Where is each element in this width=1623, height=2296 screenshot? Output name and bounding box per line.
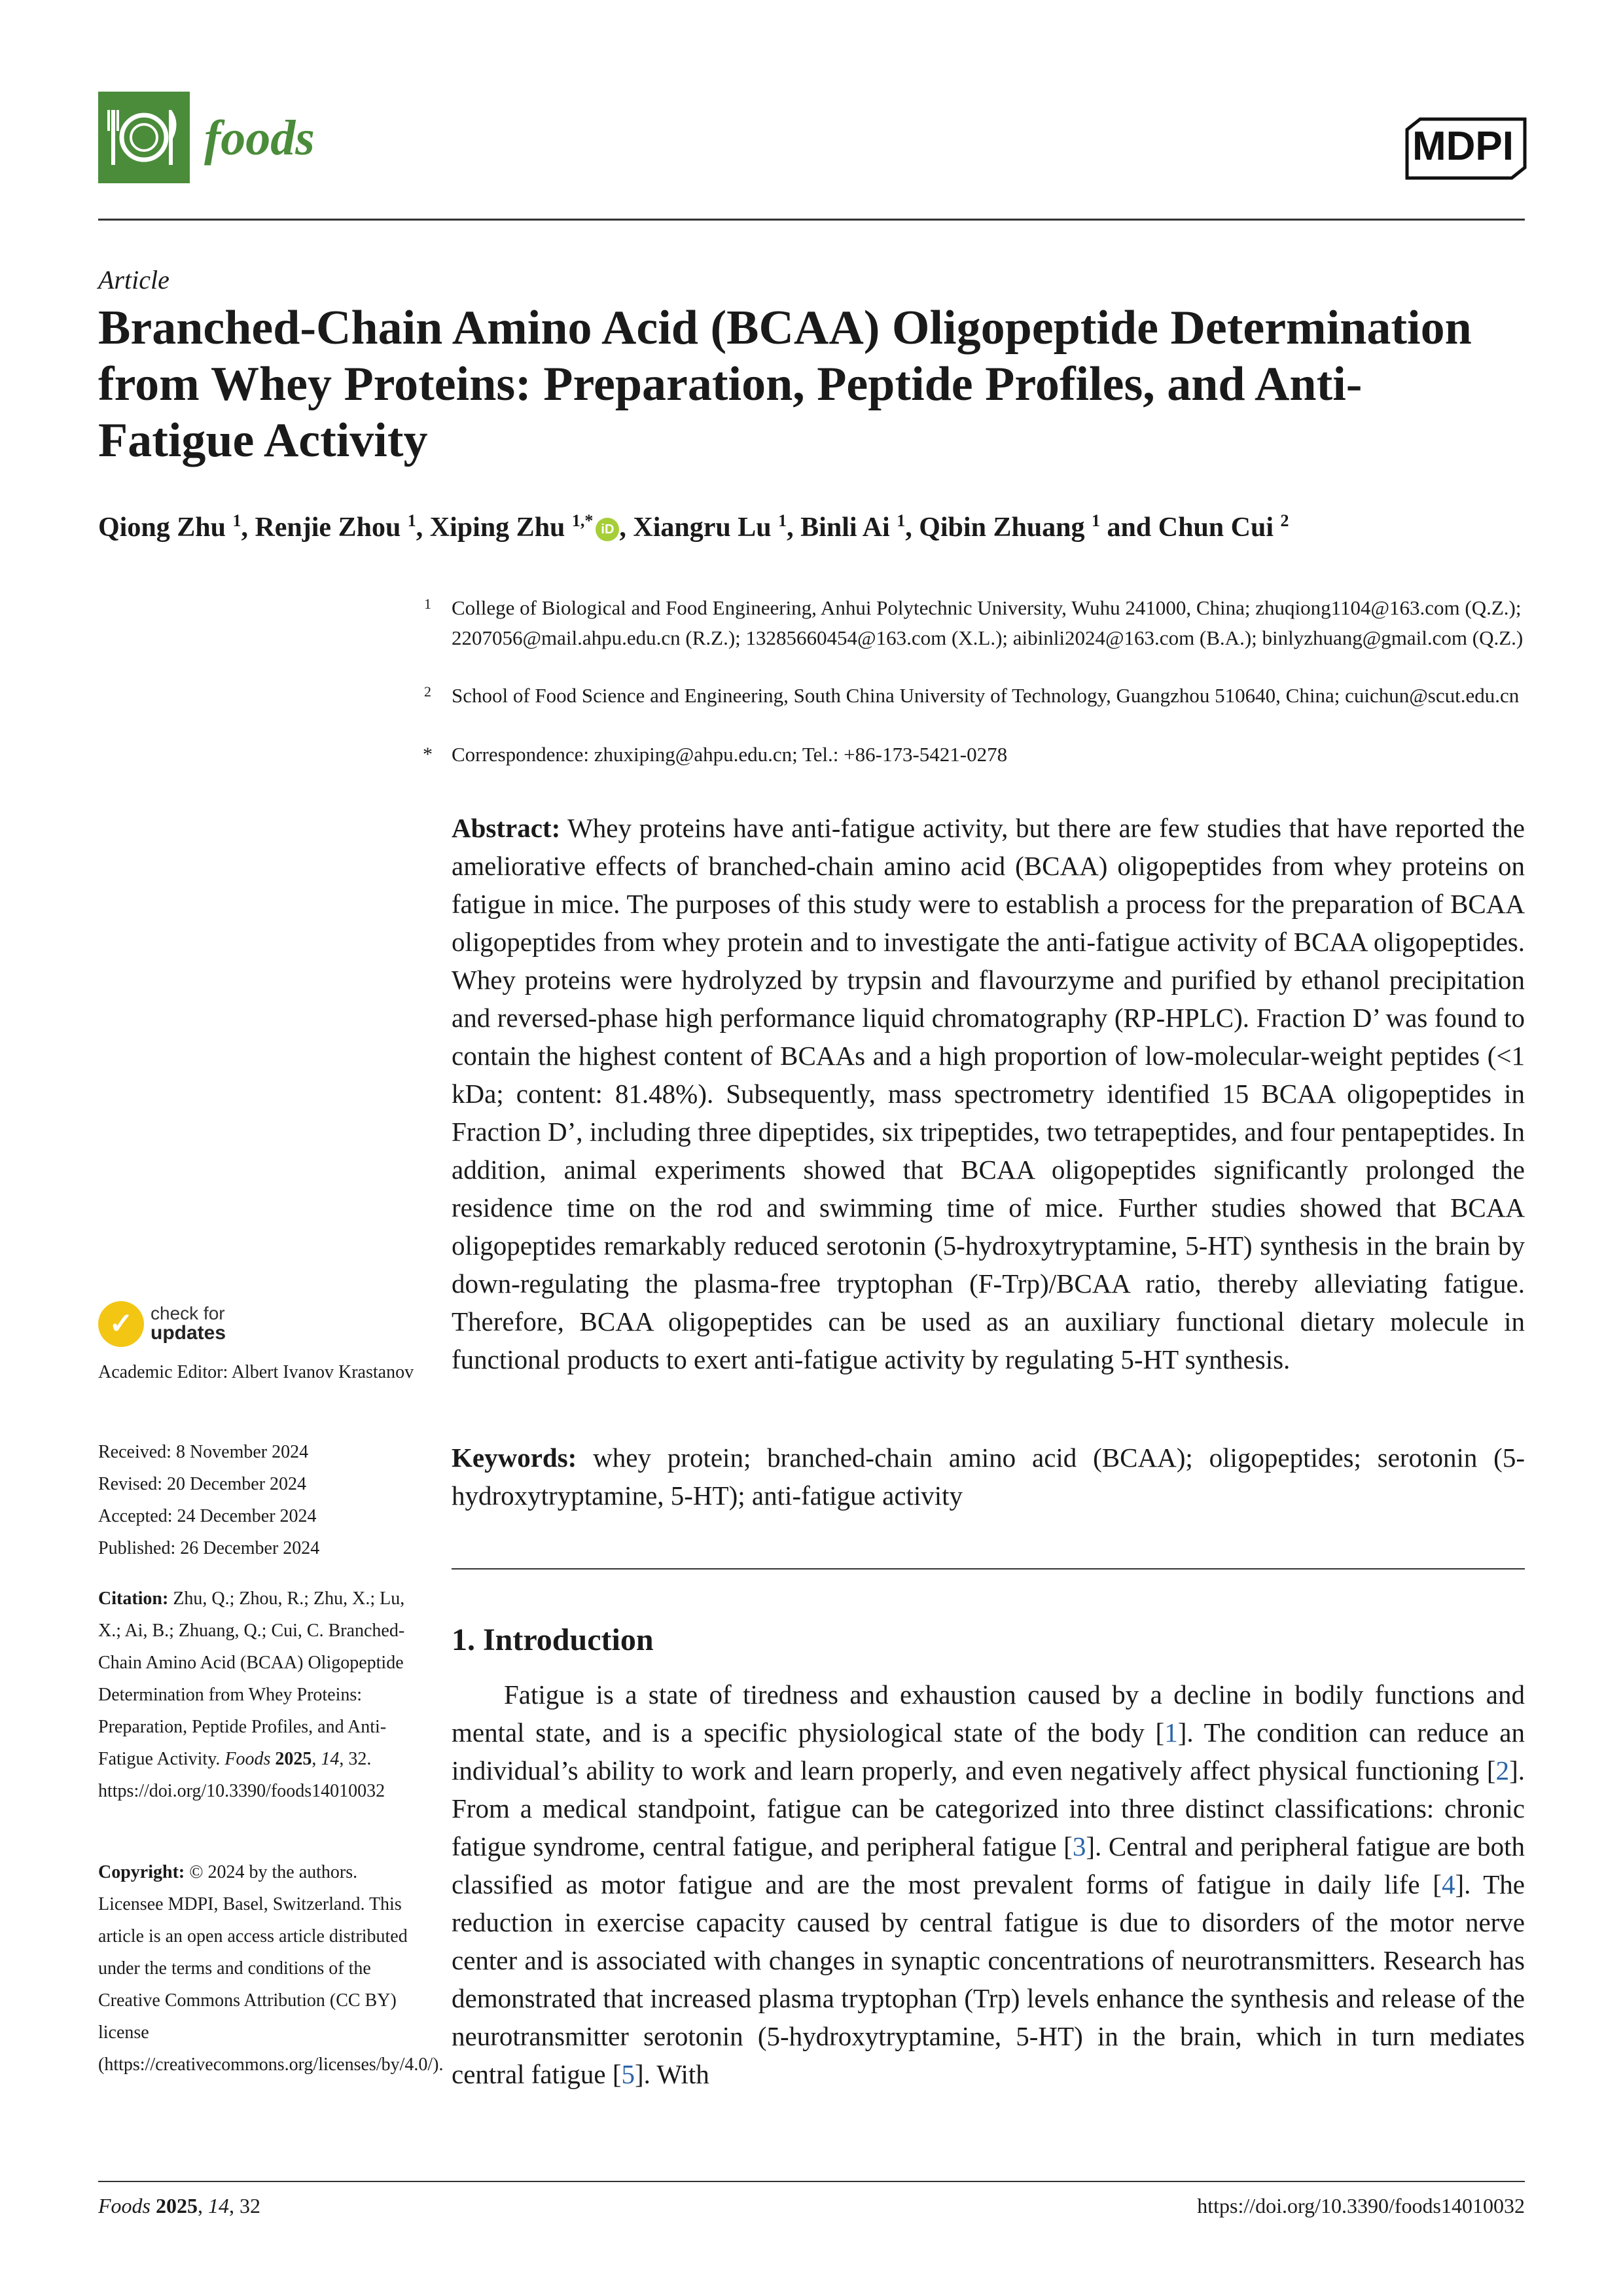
affiliation-1: 1 College of Biological and Food Enginee… <box>424 593 1531 653</box>
author-affiliation-mark: 2 <box>1280 511 1289 530</box>
header-divider <box>98 219 1525 221</box>
abstract: Abstract: Whey proteins have anti-fatigu… <box>452 809 1525 1378</box>
citation-doi[interactable]: , 32. https://doi.org/10.3390/foods14010… <box>98 1749 385 1801</box>
intro-paragraph: Fatigue is a state of tiredness and exha… <box>452 1679 1525 2089</box>
author-affiliation-mark: 1 <box>232 511 241 530</box>
publisher-logo <box>1405 117 1527 180</box>
copyright-block: Copyright: © 2024 by the authors. Licens… <box>98 1856 444 2081</box>
footer-doi-link[interactable]: https://doi.org/10.3390/foods14010032 <box>1197 2194 1525 2217</box>
author-name[interactable]: Renjie Zhou <box>255 512 408 543</box>
author-name[interactable]: Xiping Zhu <box>429 512 572 543</box>
footer-volume: 14 <box>208 2194 229 2217</box>
author-name[interactable]: Chun Cui <box>1158 512 1281 543</box>
author-affiliation-mark: 1 <box>897 511 906 530</box>
reference-link[interactable]: 3 <box>1072 1831 1086 1861</box>
abstract-label: Abstract: <box>452 813 561 843</box>
affiliation-mark: 2 <box>424 683 431 700</box>
footer-divider <box>98 2181 1525 2182</box>
correspondence-text: Correspondence: zhuxiping@ahpu.edu.cn; T… <box>452 743 1008 766</box>
copyright-text: © 2024 by the authors. Licensee MDPI, Ba… <box>98 1862 444 2075</box>
author-affiliation-mark: 1 <box>407 511 416 530</box>
publisher-name[interactable]: MDPI <box>1412 124 1514 169</box>
author-name[interactable]: Binli Ai <box>800 512 897 543</box>
affiliation-2: 2 School of Food Science and Engineering… <box>424 681 1531 711</box>
revised-date: Revised: 20 December 2024 <box>98 1474 307 1494</box>
citation-volume: 14 <box>321 1749 340 1769</box>
journal-name[interactable]: foods <box>204 111 315 166</box>
check-updates-line2: updates <box>151 1322 226 1344</box>
correspondence: * Correspondence: zhuxiping@ahpu.edu.cn;… <box>423 740 1531 770</box>
keywords-label: Keywords: <box>452 1443 577 1473</box>
accepted-date: Accepted: 24 December 2024 <box>98 1506 317 1526</box>
author-name[interactable]: Qibin Zhuang <box>919 512 1092 543</box>
journal-logo <box>98 92 190 183</box>
author-name[interactable]: Qiong Zhu <box>98 512 233 543</box>
reference-link[interactable]: 1 <box>1164 1717 1178 1748</box>
author-affiliation-mark: 1,* <box>571 511 594 530</box>
citation-block: Citation: Zhu, Q.; Zhou, R.; Zhu, X.; Lu… <box>98 1588 405 1801</box>
correspondence-mark: * <box>423 744 433 765</box>
abstract-text: Whey proteins have anti-fatigue activity… <box>452 813 1525 1374</box>
copyright-label: Copyright: <box>98 1862 185 1882</box>
academic-editor: Academic Editor: Albert Ivanov Krastanov <box>98 1362 414 1382</box>
history-dates: Received: 8 November 2024 Revised: 20 De… <box>98 1436 425 1564</box>
affiliation-text: School of Food Science and Engineering, … <box>452 684 1520 707</box>
citation-label: Citation: <box>98 1588 169 1609</box>
reference-link[interactable]: 4 <box>1441 1869 1455 1899</box>
section-divider <box>452 1568 1525 1570</box>
footer-year: 2025 <box>156 2194 198 2217</box>
keywords-text: whey protein; branched-chain amino acid … <box>452 1443 1525 1511</box>
plate-cutlery-icon <box>107 110 177 165</box>
affiliation-mark: 1 <box>424 596 431 612</box>
article-type: Article <box>98 265 169 295</box>
citation-year: 2025 <box>275 1749 312 1769</box>
citation-journal: Foods <box>224 1749 271 1769</box>
author-affiliation-mark: 1 <box>1092 511 1101 530</box>
footer-article: , 32 <box>229 2194 260 2217</box>
author-list: Qiong Zhu 1, Renjie Zhou 1, Xiping Zhu 1… <box>98 511 1289 543</box>
author-conjunction: and <box>1100 512 1158 543</box>
affiliation-text: College of Biological and Food Engineeri… <box>452 596 1524 649</box>
reference-link[interactable]: 2 <box>1495 1755 1510 1785</box>
section-heading: 1. Introduction <box>452 1623 654 1657</box>
keywords: Keywords: whey protein; branched-chain a… <box>452 1439 1525 1515</box>
received-date: Received: 8 November 2024 <box>98 1442 309 1462</box>
author-affiliation-mark: 1 <box>778 511 787 530</box>
citation-text: Zhu, Q.; Zhou, R.; Zhu, X.; Lu, X.; Ai, … <box>98 1588 405 1769</box>
orcid-icon[interactable]: iD <box>596 518 620 541</box>
footer-citation: Foods 2025, 14, 32 <box>98 2194 260 2217</box>
published-date: Published: 26 December 2024 <box>98 1538 320 1558</box>
check-updates-line1: check for <box>151 1303 225 1323</box>
footer-journal: Foods <box>98 2194 151 2217</box>
article-title: Branched-Chain Amino Acid (BCAA) Oligope… <box>98 301 1472 467</box>
reference-link[interactable]: 5 <box>621 2059 635 2089</box>
author-name[interactable]: Xiangru Lu <box>633 512 779 543</box>
check-circle-icon: ✓ <box>98 1301 144 1347</box>
